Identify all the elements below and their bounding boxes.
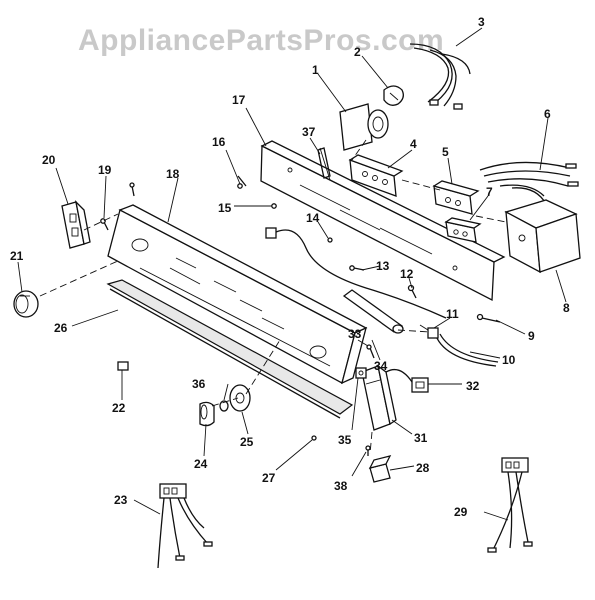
callout-34: 34 <box>374 359 388 373</box>
part-28-connector[interactable] <box>368 455 392 483</box>
callout-9: 9 <box>528 329 535 343</box>
part-8-module[interactable] <box>504 199 581 274</box>
callout-33: 33 <box>348 327 362 341</box>
callout-7: 7 <box>486 185 493 199</box>
callout-20: 20 <box>42 153 56 167</box>
callout-28: 28 <box>416 461 430 475</box>
part-19-screw[interactable] <box>100 218 109 231</box>
callout-27: 27 <box>262 471 276 485</box>
callout-38: 38 <box>334 479 348 493</box>
part-25-disc[interactable] <box>229 384 251 412</box>
part-2-clip[interactable] <box>383 85 404 106</box>
leader-lines <box>17 27 567 521</box>
callout-2: 2 <box>354 45 361 59</box>
part-9-screw[interactable] <box>476 313 501 323</box>
part-7-switch[interactable] <box>444 217 482 243</box>
callout-8: 8 <box>563 301 570 315</box>
part-3-wire-harness[interactable] <box>409 43 471 110</box>
part-31-bracket[interactable] <box>361 364 397 431</box>
callout-11: 11 <box>446 307 459 321</box>
callout-22: 22 <box>112 401 126 415</box>
part-38-screw[interactable] <box>365 445 371 456</box>
part-35-switch[interactable] <box>355 367 367 379</box>
part-16-screw[interactable] <box>237 175 247 187</box>
callout-26: 26 <box>54 321 68 335</box>
callout-32: 32 <box>466 379 480 393</box>
callout-6: 6 <box>544 107 551 121</box>
part-24-button[interactable] <box>199 401 215 427</box>
part-1-timer[interactable] <box>339 103 389 151</box>
part-22-clip[interactable] <box>117 361 129 371</box>
callout-13: 13 <box>376 259 390 273</box>
callout-14: 14 <box>306 211 320 225</box>
part-4-switch[interactable] <box>348 154 404 197</box>
callout-1: 1 <box>312 63 319 77</box>
callout-37: 37 <box>302 125 316 139</box>
part-21-knob[interactable] <box>13 290 39 318</box>
callout-18: 18 <box>166 167 180 181</box>
callout-19: 19 <box>98 163 112 177</box>
watermark-text: AppliancePartsPros.com <box>78 24 444 57</box>
part-33-screw[interactable] <box>366 344 375 359</box>
part-13-screw[interactable] <box>349 265 365 271</box>
callout-29: 29 <box>454 505 468 519</box>
part-11-connector[interactable] <box>419 324 439 339</box>
callout-24: 24 <box>194 457 208 471</box>
callout-35: 35 <box>338 433 352 447</box>
part-15-screws[interactable] <box>237 183 277 209</box>
part-37-lever[interactable] <box>317 147 331 181</box>
callout-3: 3 <box>478 15 485 29</box>
part-5-switch[interactable] <box>432 180 480 215</box>
part-14-wire[interactable] <box>265 227 447 319</box>
callout-4: 4 <box>410 137 417 151</box>
part-26-trim-strip[interactable] <box>106 279 354 419</box>
callout-5: 5 <box>442 145 449 159</box>
assembly-guide-lines <box>39 139 507 455</box>
part-27-screw[interactable] <box>311 435 317 441</box>
part-18-control-panel[interactable] <box>107 204 368 385</box>
part-6-wire-harness[interactable] <box>479 161 579 205</box>
part-36-washer[interactable] <box>219 400 229 412</box>
callout-36: 36 <box>192 377 206 391</box>
part-32-connector[interactable] <box>385 368 429 393</box>
callout-15: 15 <box>218 201 232 215</box>
part-10-wire[interactable] <box>435 333 499 367</box>
part-23-wire-harness[interactable] <box>157 483 213 569</box>
callout-31: 31 <box>414 431 428 445</box>
callout-17: 17 <box>232 93 246 107</box>
callout-21: 21 <box>10 249 24 263</box>
part-29-wire-harness[interactable] <box>487 457 533 553</box>
callout-numbers: 1 2 3 4 5 6 7 8 9 10 11 12 13 14 15 16 1… <box>10 15 570 519</box>
callout-23: 23 <box>114 493 128 507</box>
part-34-rod[interactable] <box>342 289 404 334</box>
callout-16: 16 <box>212 135 226 149</box>
callout-10: 10 <box>502 353 516 367</box>
part-20-bracket[interactable] <box>61 200 91 249</box>
callout-25: 25 <box>240 435 254 449</box>
screw-top-panel[interactable] <box>129 182 135 197</box>
callout-12: 12 <box>400 267 414 281</box>
